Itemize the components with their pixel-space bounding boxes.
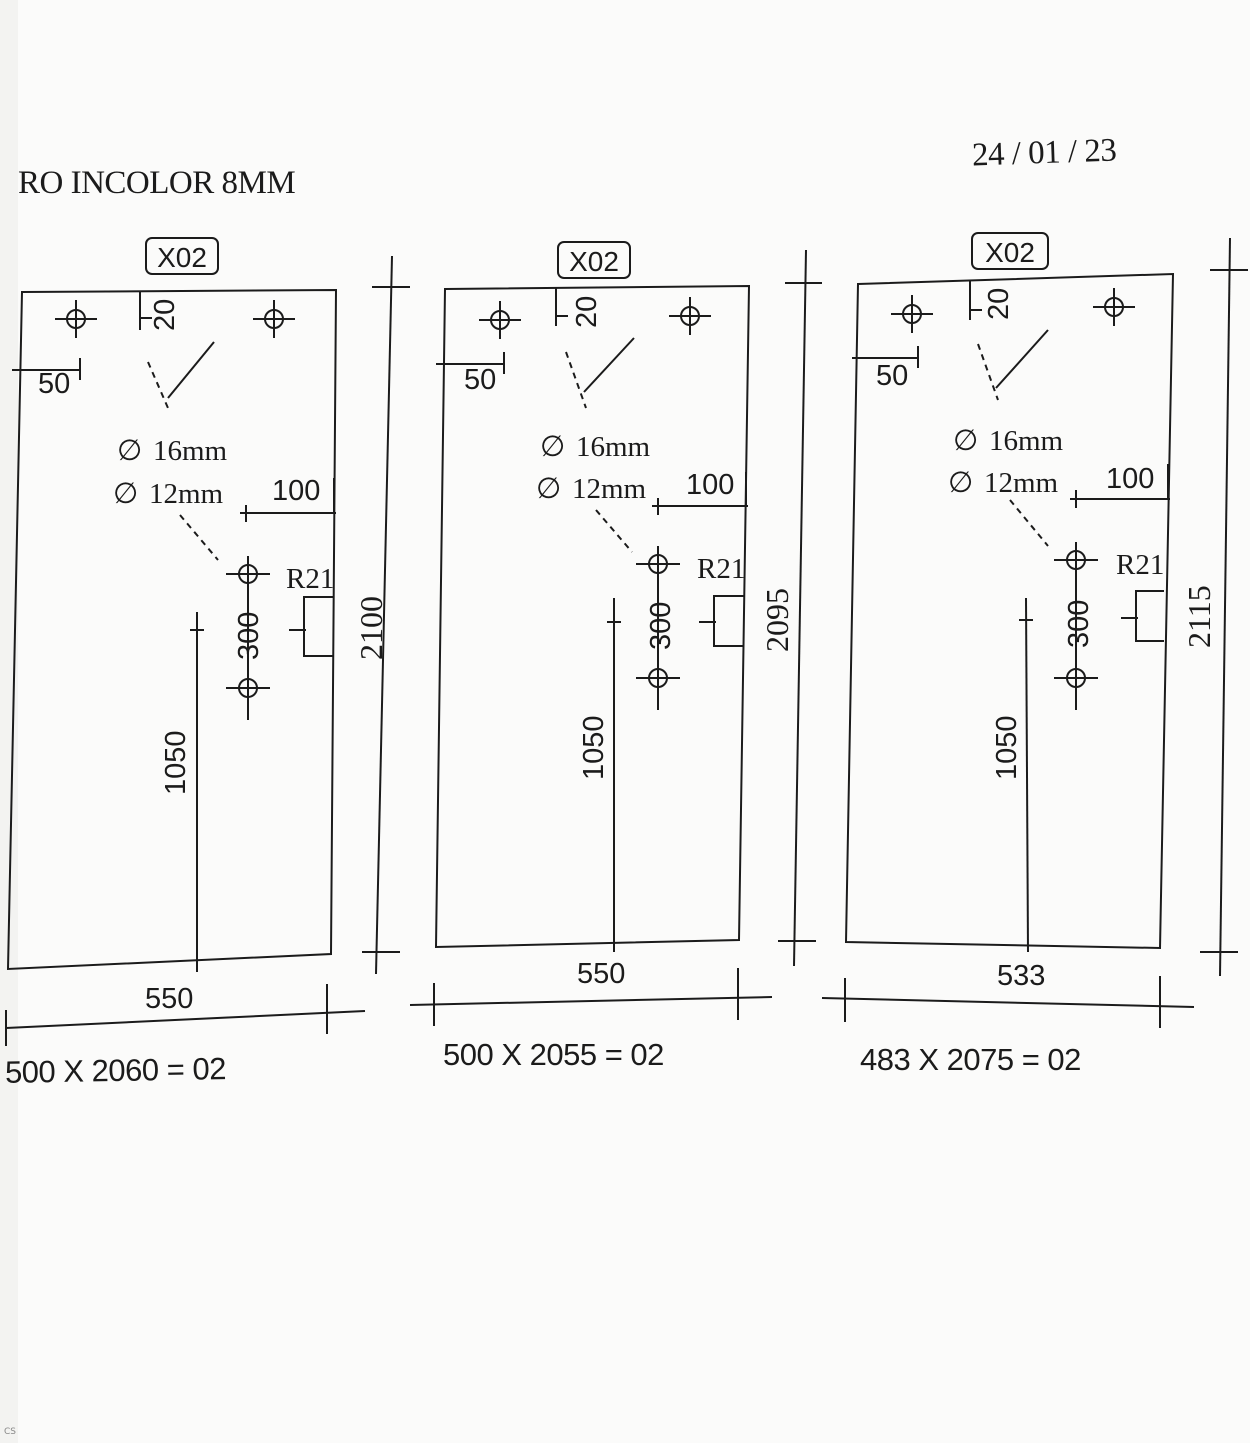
hole-icon [55, 300, 97, 338]
panel-1-outline [6, 288, 338, 971]
diameter-icon: ∅ [540, 431, 565, 463]
hole-icon [891, 295, 933, 333]
panel-code: X02 [569, 246, 619, 277]
dim-height: 2115 [1181, 585, 1217, 648]
radius-label: R21 [286, 563, 334, 595]
radius-label: R21 [1116, 549, 1164, 581]
hole-icon [1054, 658, 1098, 710]
radius-label: R21 [697, 553, 745, 585]
notch [713, 595, 744, 647]
panel-code-box [971, 232, 1049, 270]
dim-top: 20 [149, 299, 181, 331]
dim-width: 533 [997, 960, 1045, 992]
hole-large: 16mm [153, 435, 228, 467]
hole-large: 16mm [576, 431, 651, 463]
panel-3 [821, 237, 1248, 1028]
material-title: RO INCOLOR 8MM [18, 165, 296, 201]
dim-hinges: 300 [233, 612, 265, 660]
diameter-icon: ∅ [536, 473, 561, 505]
dim-handle-height: 1050 [160, 730, 192, 795]
hole-icon [1093, 288, 1135, 326]
cut-spec-2: 500 X 2055 = 02 [443, 1037, 664, 1072]
diameter-icon: ∅ [113, 478, 138, 510]
dim-top: 20 [571, 296, 603, 328]
dim-height: 2100 [353, 596, 389, 660]
panel-2-outline [434, 284, 751, 949]
dim-handle-height: 1050 [991, 715, 1023, 780]
hole-icon [479, 301, 521, 339]
diameter-icon: ∅ [948, 467, 973, 499]
paper [18, 0, 1250, 1443]
panel-2 [409, 249, 822, 1026]
panel-2-labels: X02 20 50 ∅ 16mm ∅ 12mm 100 R21 300 1050… [464, 241, 795, 990]
hole-icon [636, 546, 680, 586]
hole-icon [253, 300, 295, 338]
hole-icon [1054, 542, 1098, 582]
hole-icon [226, 556, 270, 596]
dim-height: 2095 [759, 588, 795, 652]
panel-code: X02 [157, 242, 207, 273]
diameter-icon: ∅ [953, 425, 978, 457]
panel-code-box [557, 241, 631, 279]
dim-right: 100 [1106, 463, 1154, 495]
dim-left: 50 [38, 368, 70, 400]
dim-hinges: 300 [1063, 600, 1095, 648]
panel-3-labels: X02 20 50 ∅ 16mm ∅ 12mm 100 R21 300 1050… [876, 232, 1217, 992]
hole-icon [636, 658, 680, 710]
panel-code-box [145, 237, 219, 275]
dim-hinges: 300 [645, 602, 677, 650]
dim-right: 100 [686, 469, 734, 501]
scanner-mark: CS [4, 1427, 16, 1437]
diameter-icon: ∅ [117, 435, 142, 467]
cut-spec-3: 483 X 2075 = 02 [860, 1042, 1081, 1077]
panel-3-outline [844, 272, 1175, 950]
dim-left: 50 [876, 360, 908, 392]
cut-spec-1: 500 X 2060 = 02 [4, 1051, 227, 1090]
panel-1 [5, 255, 410, 1046]
hole-icon [669, 297, 711, 335]
panel-code: X02 [985, 237, 1035, 268]
hole-small: 12mm [149, 478, 224, 510]
panel-1-labels: X02 20 50 ∅ 16mm ∅ 12mm 100 R21 300 1050… [38, 237, 389, 1015]
notch [303, 596, 334, 657]
dim-width: 550 [577, 958, 625, 990]
notch [1135, 590, 1164, 642]
dim-handle-height: 1050 [578, 715, 610, 780]
hole-icon [226, 668, 270, 720]
hole-small: 12mm [984, 467, 1059, 499]
dim-left: 50 [464, 364, 496, 396]
hole-large: 16mm [989, 425, 1064, 457]
hole-small: 12mm [572, 473, 647, 505]
dim-right: 100 [272, 475, 320, 507]
dim-width: 550 [145, 983, 193, 1015]
dim-top: 20 [983, 288, 1015, 320]
